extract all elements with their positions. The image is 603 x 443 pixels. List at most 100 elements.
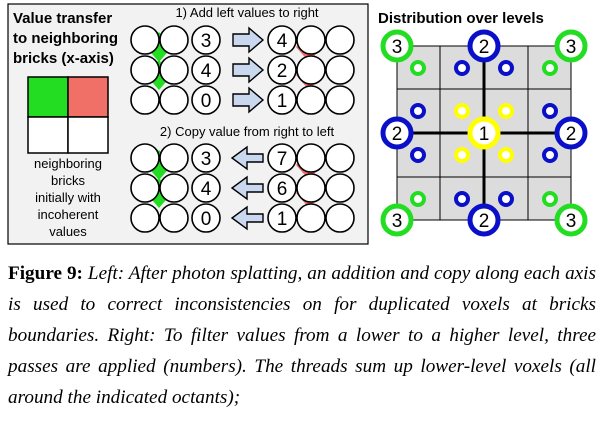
voxel [191, 143, 221, 173]
octant-marker [542, 60, 558, 76]
voxel [130, 173, 160, 203]
voxel [296, 55, 326, 85]
pass-3-node [380, 203, 414, 237]
voxel [130, 203, 160, 233]
octant-marker [542, 103, 558, 119]
voxel [325, 143, 355, 173]
green-octant-markers [410, 60, 558, 207]
step2-right-value-1: 7 [277, 149, 288, 170]
step2-right-value-3: 1 [277, 209, 288, 230]
voxel [296, 25, 326, 55]
octant-marker [410, 191, 426, 207]
voxel [325, 55, 355, 85]
pass-label: 3 [566, 211, 577, 232]
octant-marker [454, 191, 470, 207]
step2-left-value-1: 3 [201, 149, 212, 170]
pass-2-node [467, 203, 501, 237]
voxel [325, 173, 355, 203]
arrow-right-icon [232, 26, 265, 54]
step2-left-value-3: 0 [201, 209, 212, 230]
step1-right-value-3: 1 [277, 91, 288, 112]
voxel [325, 25, 355, 55]
voxel [267, 55, 297, 85]
voxel [191, 55, 221, 85]
step1-right-value-2: 2 [277, 61, 288, 82]
legend-line-2: bricks [51, 173, 85, 188]
voxel [159, 173, 189, 203]
voxel [325, 203, 355, 233]
voxel [267, 173, 297, 203]
pass-label: 1 [479, 124, 490, 145]
pass-label: 3 [566, 37, 577, 58]
voxel [267, 85, 297, 115]
voxel [130, 55, 160, 85]
voxel [159, 25, 189, 55]
voxel [191, 85, 221, 115]
pass-2-node [554, 116, 588, 150]
arrow-left-icon [230, 145, 264, 171]
voxel [191, 203, 221, 233]
voxel [267, 25, 297, 55]
pass-label: 2 [566, 124, 577, 145]
right-title: Distribution over levels [378, 10, 544, 27]
step1-right-voxels [267, 25, 355, 115]
yellow-octant-markers [454, 103, 514, 163]
step1-left-voxels [130, 25, 221, 115]
voxel [159, 203, 189, 233]
octant-marker [542, 191, 558, 207]
pass-2-node [467, 29, 501, 63]
voxel [296, 143, 326, 173]
octant-marker [410, 60, 426, 76]
step2-right-voxels [267, 143, 355, 233]
voxel [159, 143, 189, 173]
step2-label: 2) Copy value from right to left [160, 124, 335, 139]
voxel [267, 203, 297, 233]
voxel [296, 203, 326, 233]
voxel [130, 143, 160, 173]
octant-marker [498, 191, 514, 207]
legend-line-4: incoherent [38, 207, 99, 222]
octant-marker [454, 147, 470, 163]
octant-marker [498, 103, 514, 119]
voxel [267, 143, 297, 173]
step1-left-value-1: 3 [201, 31, 212, 52]
step1-label: 1) Add left values to right [175, 5, 318, 20]
pass-3-node [554, 203, 588, 237]
step2-right-value-2: 6 [277, 179, 288, 200]
octant-marker [542, 147, 558, 163]
left-title-line-2: to neighboring [13, 30, 118, 47]
pass-label: 3 [392, 37, 403, 58]
octant-marker [410, 103, 426, 119]
caption-text: Left: After photon splatting, an additio… [8, 263, 596, 408]
figure-caption: Figure 9: Left: After photon splatting, … [8, 258, 596, 413]
legend-green-brick [27, 76, 69, 118]
caption-label: Figure 9: [8, 263, 83, 284]
figure-diagram: Value transfer to neighboring bricks (x-… [7, 3, 588, 245]
pass-label: 2 [392, 124, 403, 145]
left-title-line-1: Value transfer [13, 10, 112, 27]
arrow-left-icon [230, 205, 264, 231]
step1-left-value-3: 0 [201, 91, 212, 112]
arrow-right-icon [232, 56, 265, 84]
legend-line-1: neighboring [34, 156, 102, 171]
pass-3-node [380, 29, 414, 63]
legend-salmon-brick [67, 76, 109, 118]
brick-legend [27, 76, 109, 154]
voxel [325, 85, 355, 115]
step1-right-value-1: 4 [277, 31, 288, 52]
octant-marker [498, 147, 514, 163]
arrow-left-icon [230, 175, 264, 201]
left-title-line-3: bricks (x-axis) [13, 50, 114, 67]
voxel [130, 25, 160, 55]
octant-marker [410, 147, 426, 163]
pass-2-node [380, 116, 414, 150]
pass-label: 2 [479, 211, 490, 232]
pass-1-node [467, 116, 501, 150]
step1-left-value-2: 4 [201, 61, 212, 82]
voxel [159, 55, 189, 85]
pass-label: 2 [479, 37, 490, 58]
voxel [159, 85, 189, 115]
voxel [130, 85, 160, 115]
blue-octant-markers [410, 60, 558, 207]
legend-line-5: values [49, 224, 87, 239]
